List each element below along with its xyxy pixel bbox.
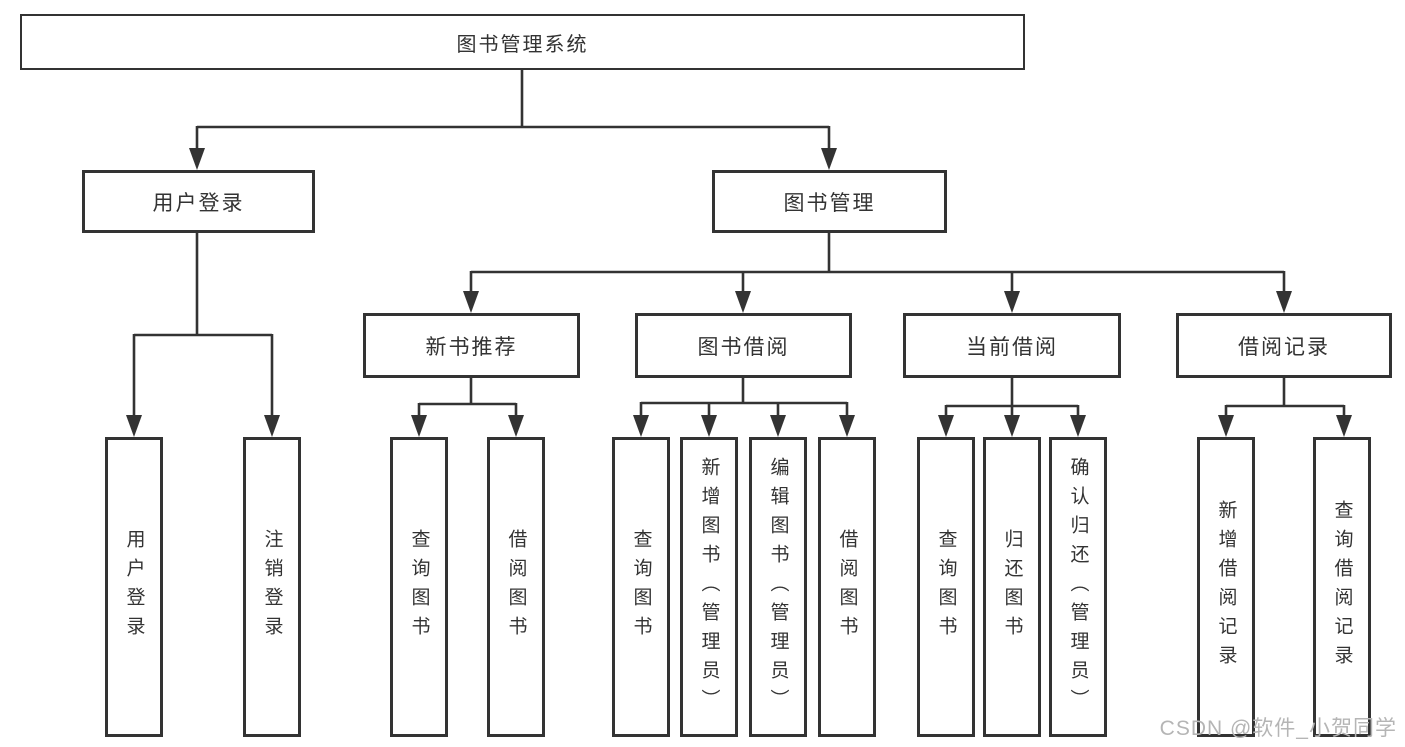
arrowhead-icon [701,415,717,437]
arrowhead-icon [126,415,142,437]
node-label: 图书借阅 [697,335,790,359]
arrowhead-icon [938,415,954,437]
node-label: 用户登录 [152,191,245,215]
arrowhead-icon [264,415,280,437]
leaf-return-books: 归还图书 [983,437,1041,737]
leaf-query-books-recommend: 查询图书 [390,437,448,737]
arrowhead-icon [411,415,427,437]
node-label: 图书管理系统 [456,33,589,56]
arrowhead-icon [839,415,855,437]
leaf-query-books-borrow: 查询图书 [612,437,670,737]
arrowhead-icon [508,415,524,437]
leaf-edit-books-admin: 编辑图书（管理员） [749,437,807,737]
node-user-login: 用户登录 [82,170,315,233]
node-label: 新增借阅记录 [1215,500,1237,674]
node-new-book-recommend: 新书推荐 [363,313,580,378]
node-library-management-system: 图书管理系统 [20,14,1025,70]
arrowhead-icon [735,291,751,313]
leaf-add-borrow-record: 新增借阅记录 [1197,437,1255,737]
node-label: 查询借阅记录 [1331,500,1353,674]
node-borrow-records: 借阅记录 [1176,313,1392,378]
node-label: 归还图书 [1001,529,1023,645]
arrowhead-icon [1276,291,1292,313]
arrowhead-icon [770,415,786,437]
node-label: 新书推荐 [425,335,518,359]
arrowhead-icon [821,148,837,170]
node-label: 查询图书 [935,529,957,645]
node-label: 查询图书 [408,529,430,645]
leaf-user-login: 用户登录 [105,437,163,737]
node-label: 注销登录 [261,529,283,645]
arrowhead-icon [1004,291,1020,313]
node-label: 借阅记录 [1238,335,1330,359]
node-label: 图书管理 [783,191,876,215]
node-label: 用户登录 [123,529,145,645]
arrowhead-icon [189,148,205,170]
node-label: 编辑图书（管理员） [767,456,789,718]
node-label: 查询图书 [630,529,652,645]
arrowhead-icon [1336,415,1352,437]
watermark: CSDN @软件_小贺同学 [1159,717,1397,740]
node-label: 新增图书（管理员） [698,456,720,718]
arrowhead-icon [1218,415,1234,437]
arrowhead-icon [1070,415,1086,437]
node-label: 当前借阅 [966,335,1058,359]
node-label: 借阅图书 [836,529,858,645]
node-book-borrow: 图书借阅 [635,313,852,378]
node-label: 确认归还（管理员） [1067,456,1089,718]
arrowhead-icon [1004,415,1020,437]
arrowhead-icon [633,415,649,437]
node-book-management: 图书管理 [712,170,947,233]
leaf-query-borrow-record: 查询借阅记录 [1313,437,1371,737]
leaf-logout: 注销登录 [243,437,301,737]
node-label: 借阅图书 [505,529,527,645]
leaf-borrow-books-recommend: 借阅图书 [487,437,545,737]
leaf-query-books-current: 查询图书 [917,437,975,737]
leaf-borrow-books: 借阅图书 [818,437,876,737]
leaf-confirm-return-admin: 确认归还（管理员） [1049,437,1107,737]
leaf-add-books-admin: 新增图书（管理员） [680,437,738,737]
node-current-borrow: 当前借阅 [903,313,1121,378]
arrowhead-icon [463,291,479,313]
